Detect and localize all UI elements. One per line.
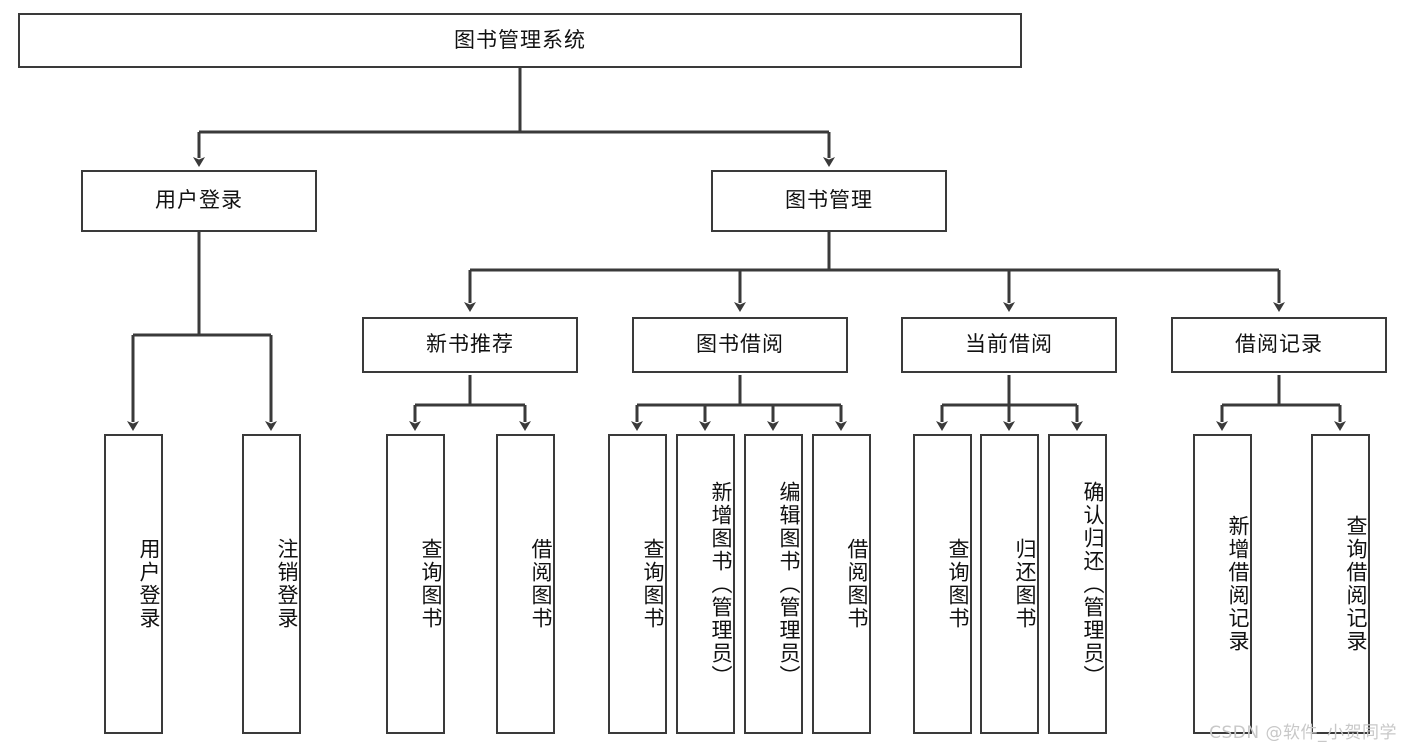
leaf-new-book-borrow[interactable]: 借阅图书 bbox=[496, 434, 555, 734]
leaf-borrow-edit-book-admin[interactable]: 编辑图书（管理员） bbox=[744, 434, 803, 734]
node-label: 查询图书 bbox=[946, 538, 970, 630]
leaf-new-book-query[interactable]: 查询图书 bbox=[386, 434, 445, 734]
node-label: 新增图书（管理员） bbox=[709, 480, 733, 688]
node-label: 借阅记录 bbox=[1235, 332, 1323, 357]
node-label: 归还图书 bbox=[1013, 538, 1037, 630]
node-label: 当前借阅 bbox=[965, 332, 1053, 357]
node-label: 查询借阅记录 bbox=[1344, 515, 1368, 653]
node-label: 新书推荐 bbox=[426, 332, 514, 357]
node-root-book-management-system[interactable]: 图书管理系统 bbox=[18, 13, 1022, 68]
csdn-watermark: CSDN @软件_小贺同学 bbox=[1209, 723, 1397, 743]
node-borrow-record[interactable]: 借阅记录 bbox=[1171, 317, 1387, 373]
node-label: 注销登录 bbox=[275, 538, 299, 630]
leaf-borrow-query-book[interactable]: 查询图书 bbox=[608, 434, 667, 734]
node-label: 借阅图书 bbox=[529, 538, 553, 630]
node-user-login[interactable]: 用户登录 bbox=[81, 170, 317, 232]
node-book-management[interactable]: 图书管理 bbox=[711, 170, 947, 232]
node-new-book-recommend[interactable]: 新书推荐 bbox=[362, 317, 578, 373]
node-label: 查询图书 bbox=[419, 538, 443, 630]
node-current-borrow[interactable]: 当前借阅 bbox=[901, 317, 1117, 373]
leaf-record-add-record[interactable]: 新增借阅记录 bbox=[1193, 434, 1252, 734]
node-book-borrow[interactable]: 图书借阅 bbox=[632, 317, 848, 373]
leaf-user-login-logout[interactable]: 注销登录 bbox=[242, 434, 301, 734]
leaf-record-query-record[interactable]: 查询借阅记录 bbox=[1311, 434, 1370, 734]
node-label: 新增借阅记录 bbox=[1226, 515, 1250, 653]
leaf-borrow-add-book-admin[interactable]: 新增图书（管理员） bbox=[676, 434, 735, 734]
node-label: 图书管理 bbox=[785, 188, 873, 213]
node-label: 图书管理系统 bbox=[454, 27, 586, 52]
leaf-user-login-login[interactable]: 用户登录 bbox=[104, 434, 163, 734]
leaf-current-return-book[interactable]: 归还图书 bbox=[980, 434, 1039, 734]
node-label: 图书借阅 bbox=[696, 332, 784, 357]
node-label: 用户登录 bbox=[137, 538, 161, 630]
leaf-current-confirm-return-admin[interactable]: 确认归还（管理员） bbox=[1048, 434, 1107, 734]
node-label: 用户登录 bbox=[155, 188, 243, 213]
leaf-borrow-borrow-book[interactable]: 借阅图书 bbox=[812, 434, 871, 734]
node-label: 借阅图书 bbox=[845, 538, 869, 630]
leaf-current-query-book[interactable]: 查询图书 bbox=[913, 434, 972, 734]
node-label: 确认归还（管理员） bbox=[1081, 480, 1105, 688]
node-label: 查询图书 bbox=[641, 538, 665, 630]
node-label: 编辑图书（管理员） bbox=[777, 480, 801, 688]
